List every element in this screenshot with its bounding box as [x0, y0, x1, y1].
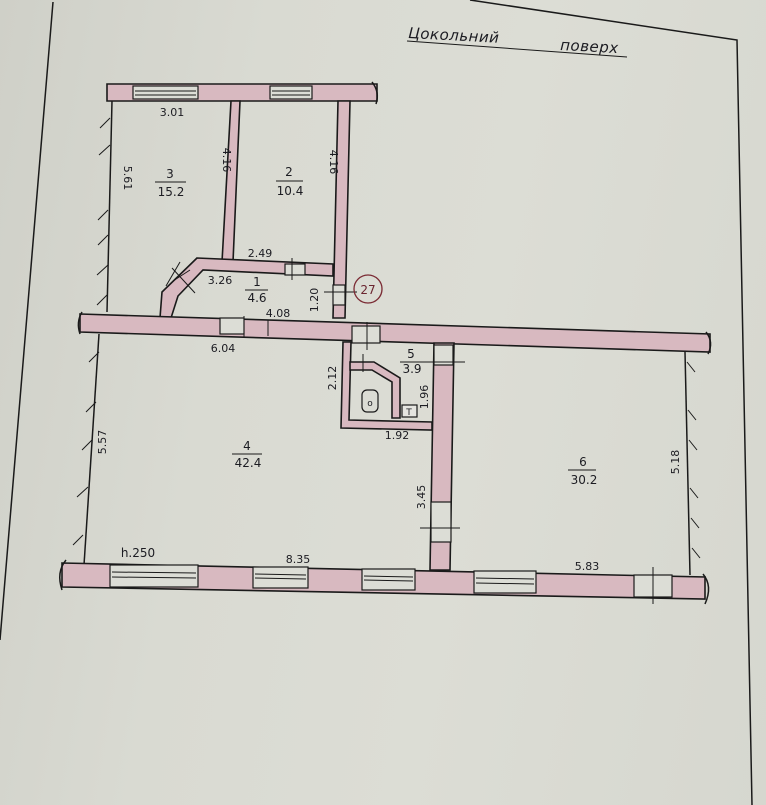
bottom-exterior-wall [59, 559, 710, 605]
svg-text:2.49: 2.49 [248, 247, 273, 260]
room-labels: 3 15.2 2 10.4 1 4.6 4 42.4 5 3.9 6 30.2 [155, 165, 597, 487]
room-6-label: 6 30.2 [568, 455, 597, 487]
svg-text:4.6: 4.6 [247, 291, 266, 305]
room-2-label: 2 10.4 [276, 165, 303, 198]
drawing-title: Цокольний поверх [406, 24, 628, 58]
dimension-labels: 3.01 5.61 4.16 4.16 2.49 3.26 1.20 4.08 … [96, 106, 682, 573]
svg-text:27: 27 [360, 283, 375, 297]
partition-room3-room2 [221, 100, 241, 263]
middle-wall [77, 311, 712, 355]
room-1-label: 1 4.6 [245, 275, 268, 305]
svg-text:30.2: 30.2 [571, 473, 598, 487]
svg-text:1.92: 1.92 [385, 429, 410, 442]
room4-left-wall [72, 333, 100, 566]
svg-text:5.18: 5.18 [669, 450, 682, 475]
svg-text:3.26: 3.26 [208, 274, 233, 287]
svg-text:4.16: 4.16 [327, 150, 340, 175]
corridor-partition [420, 342, 465, 571]
svg-text:5.83: 5.83 [575, 560, 600, 573]
svg-text:Т: Т [405, 408, 412, 418]
room-4-label: 4 42.4 [232, 439, 262, 470]
svg-text:поверх: поверх [560, 36, 619, 57]
sheet-border-left [0, 1, 54, 641]
svg-text:1.96: 1.96 [418, 385, 431, 410]
top-exterior-wall [106, 81, 379, 105]
room-5-label: 5 3.9 [400, 347, 424, 376]
room6-right-wall [684, 351, 701, 576]
room3-left-wall [96, 100, 113, 313]
svg-text:15.2: 15.2 [158, 185, 185, 199]
svg-text:2: 2 [285, 165, 293, 179]
svg-text:h.250: h.250 [121, 546, 155, 560]
svg-text:42.4: 42.4 [235, 456, 262, 470]
svg-text:6: 6 [579, 455, 587, 469]
apartment-marker: 27 [353, 274, 383, 304]
svg-text:o: o [367, 399, 373, 409]
svg-text:5.61: 5.61 [121, 166, 134, 191]
svg-text:6.04: 6.04 [211, 342, 236, 355]
sheet-border-right [469, 0, 753, 805]
svg-text:1: 1 [253, 275, 261, 289]
svg-text:2.12: 2.12 [326, 366, 339, 391]
svg-text:5.57: 5.57 [96, 430, 109, 455]
toilet-icon [361, 389, 379, 413]
svg-text:10.4: 10.4 [277, 184, 304, 198]
svg-text:3.01: 3.01 [160, 106, 185, 119]
svg-text:4.16: 4.16 [220, 148, 233, 173]
svg-text:3: 3 [166, 167, 174, 181]
svg-text:3.45: 3.45 [415, 485, 428, 510]
room-3-label: 3 15.2 [155, 167, 186, 199]
svg-text:3.9: 3.9 [402, 362, 421, 376]
room1-walls [159, 257, 357, 319]
svg-text:5: 5 [407, 347, 415, 361]
partition-room2-right [332, 100, 351, 319]
svg-text:4.08: 4.08 [266, 307, 291, 320]
svg-text:8.35: 8.35 [286, 553, 311, 566]
svg-text:1.20: 1.20 [308, 288, 321, 313]
svg-text:Цокольний: Цокольний [408, 24, 500, 47]
svg-text:4: 4 [243, 439, 251, 453]
sink-icon [401, 404, 418, 418]
